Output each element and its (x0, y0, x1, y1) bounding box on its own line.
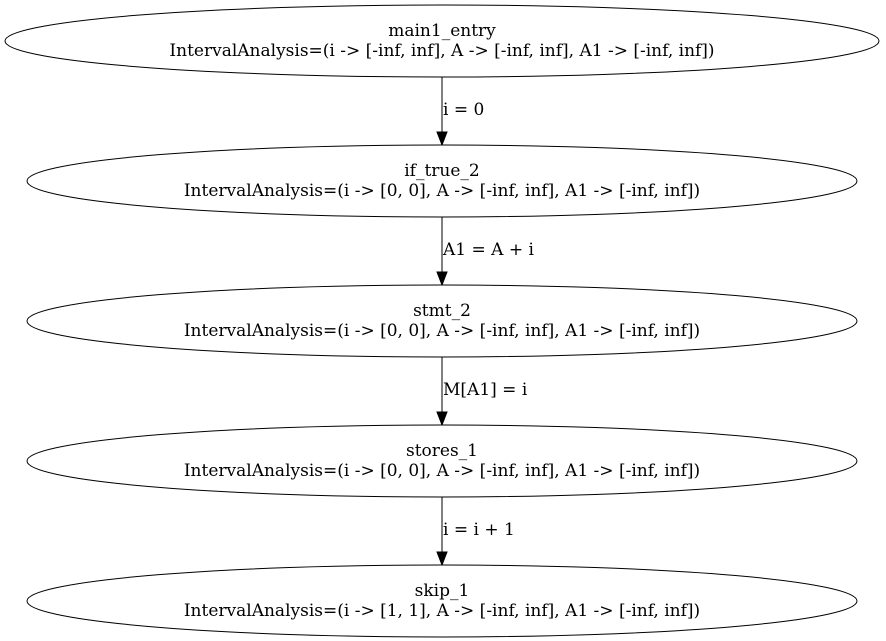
node-ellipse (26, 424, 858, 498)
edge-stores-1-to-skip-1: i = i + 1 (436, 497, 515, 567)
node-title: stores_1 (406, 441, 478, 461)
node-stores-1: stores_1 IntervalAnalysis=(i -> [0, 0], … (26, 424, 858, 498)
node-ellipse (26, 144, 858, 218)
edge-label: M[A1] = i (443, 380, 528, 400)
node-state: IntervalAnalysis=(i -> [0, 0], A -> [-in… (184, 181, 700, 201)
node-ellipse (26, 284, 858, 358)
node-title: stmt_2 (413, 301, 471, 321)
edge-main1-entry-to-if-true-2: i = 0 (436, 77, 484, 147)
node-state: IntervalAnalysis=(i -> [0, 0], A -> [-in… (184, 461, 700, 481)
arrowhead-icon (436, 411, 448, 427)
node-title: main1_entry (388, 21, 496, 41)
arrowhead-icon (436, 131, 448, 147)
edge-label: A1 = A + i (442, 240, 534, 260)
node-stmt-2: stmt_2 IntervalAnalysis=(i -> [0, 0], A … (26, 284, 858, 358)
node-ellipse (4, 4, 880, 78)
arrowhead-icon (436, 551, 448, 567)
node-state: IntervalAnalysis=(i -> [0, 0], A -> [-in… (184, 321, 700, 341)
node-state: IntervalAnalysis=(i -> [1, 1], A -> [-in… (184, 601, 700, 621)
node-title: skip_1 (415, 581, 470, 601)
node-state: IntervalAnalysis=(i -> [-inf, inf], A ->… (169, 41, 714, 61)
edge-if-true-2-to-stmt-2: A1 = A + i (436, 217, 534, 287)
edge-label: i = i + 1 (443, 520, 515, 540)
node-title: if_true_2 (404, 161, 480, 181)
node-skip-1: skip_1 IntervalAnalysis=(i -> [1, 1], A … (26, 564, 858, 638)
edge-label: i = 0 (443, 100, 484, 120)
node-ellipse (26, 564, 858, 638)
node-if-true-2: if_true_2 IntervalAnalysis=(i -> [0, 0],… (26, 144, 858, 218)
edge-stmt-2-to-stores-1: M[A1] = i (436, 357, 528, 427)
node-main1-entry: main1_entry IntervalAnalysis=(i -> [-inf… (4, 4, 880, 78)
arrowhead-icon (436, 271, 448, 287)
